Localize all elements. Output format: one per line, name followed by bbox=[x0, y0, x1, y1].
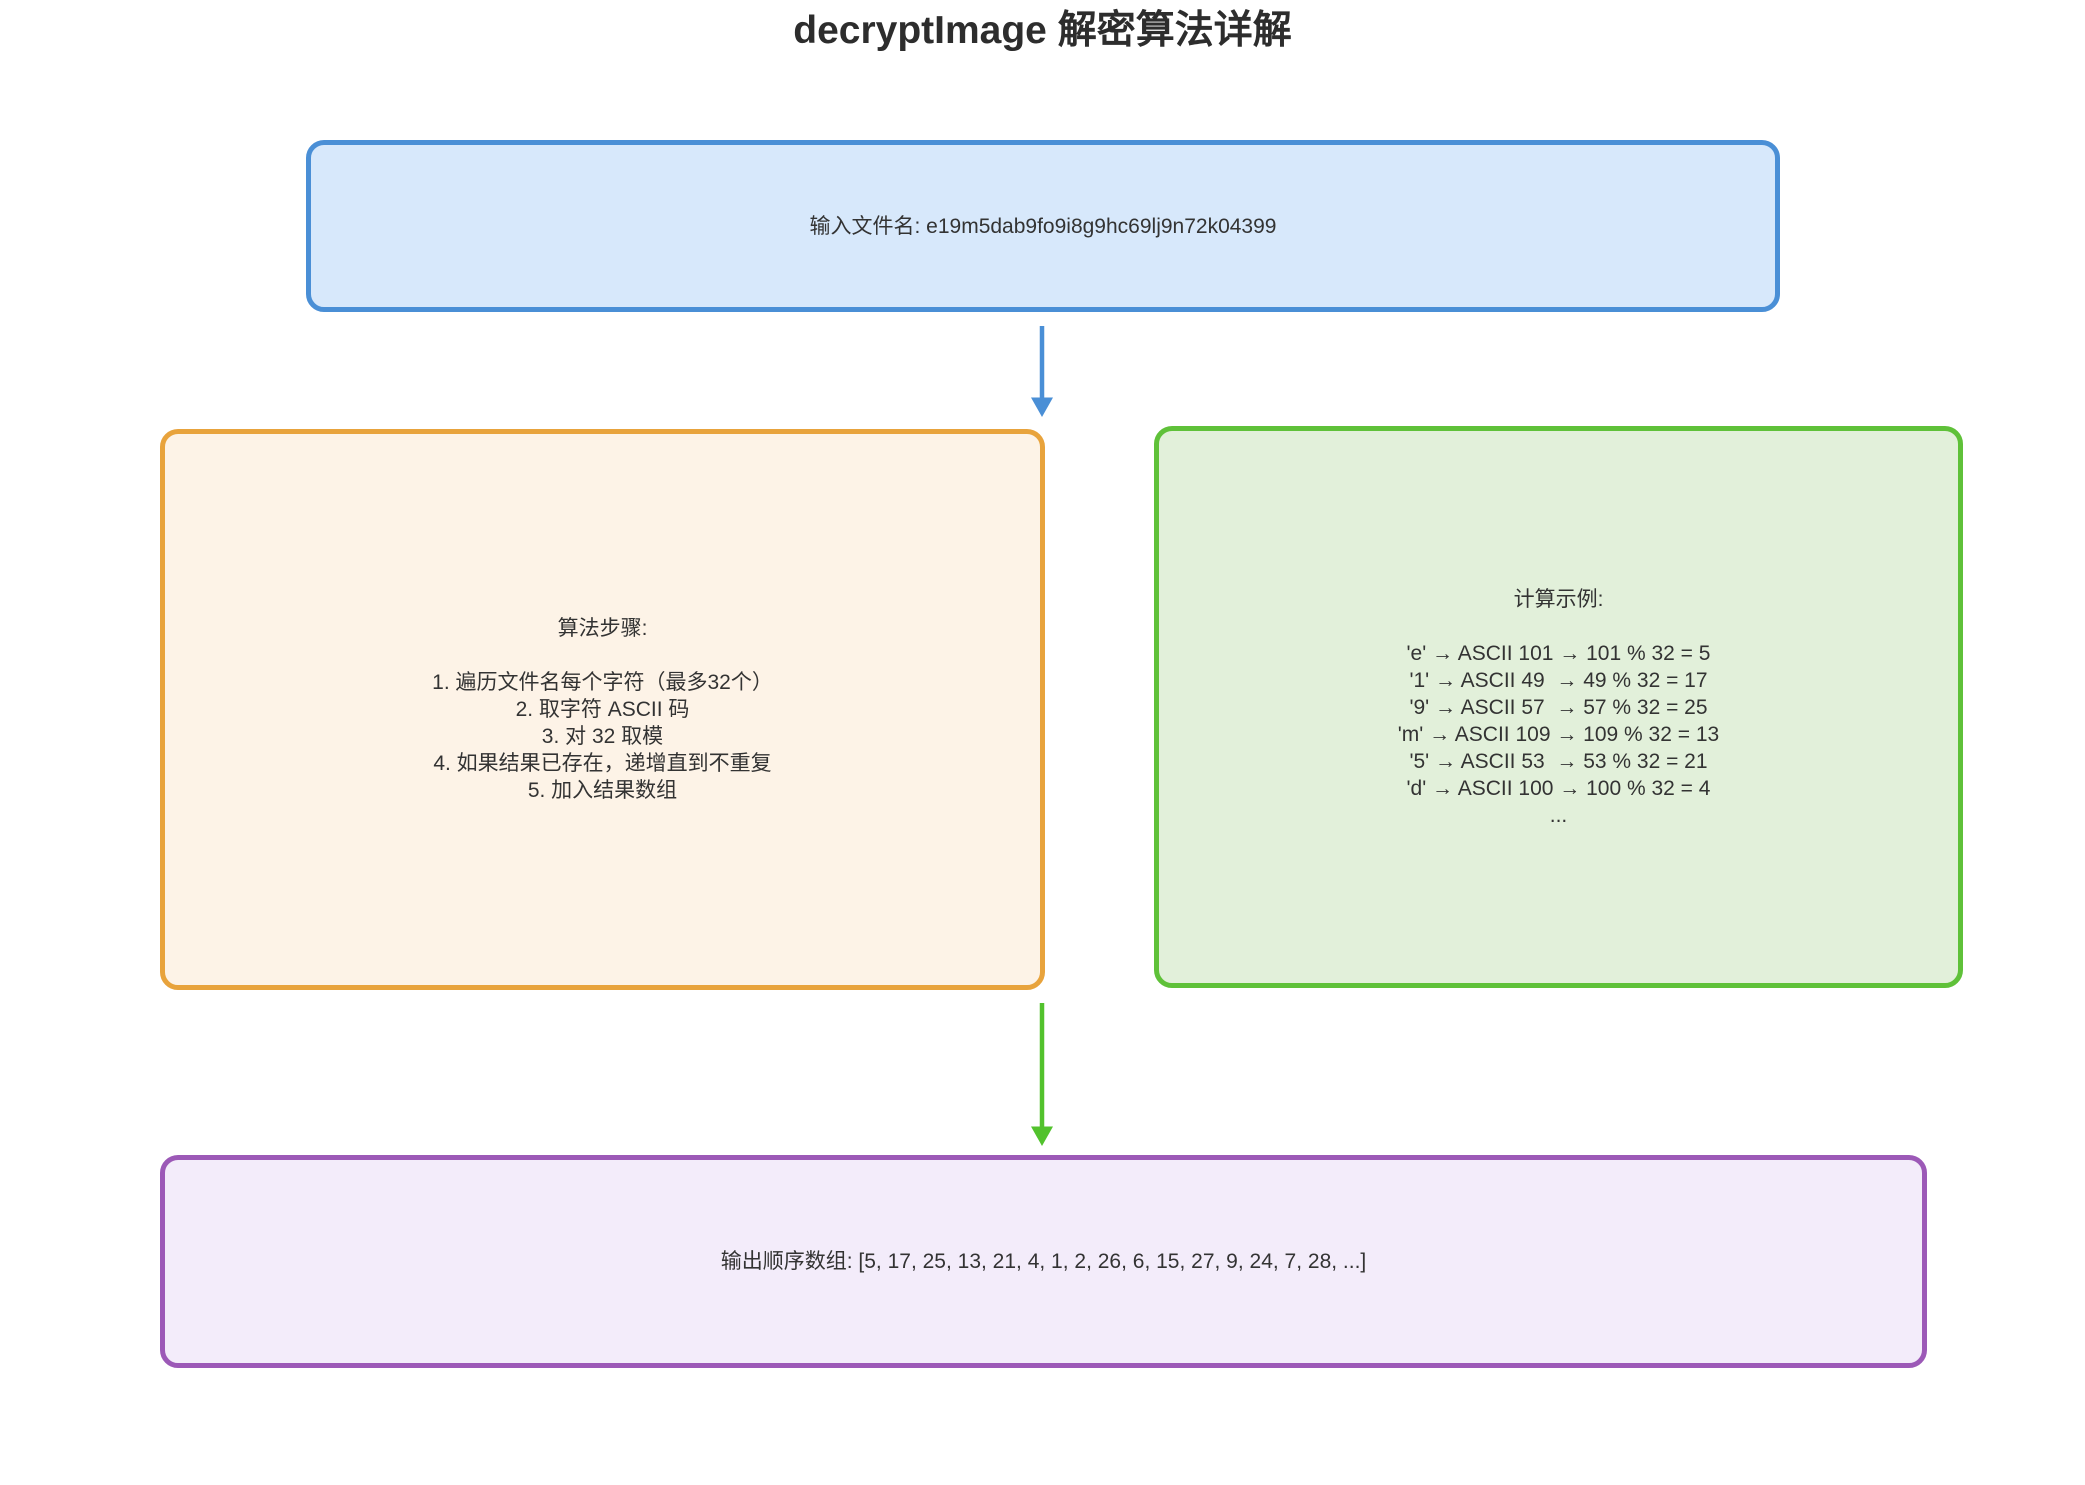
arrow-steps-to-output-head bbox=[1031, 1126, 1053, 1146]
example-line: '5' → ASCII 53 → 53 % 32 = 21 bbox=[1409, 749, 1708, 773]
example-heading: 计算示例: bbox=[1513, 587, 1604, 611]
input-filename-box: 输入文件名: e19m5dab9fo9i8g9hc69lj9n72k04399 bbox=[306, 140, 1780, 312]
input-filename-text: 输入文件名: e19m5dab9fo9i8g9hc69lj9n72k04399 bbox=[809, 214, 1277, 238]
example-line: 'm' → ASCII 109 → 109 % 32 = 13 bbox=[1397, 722, 1720, 746]
example-line: '1' → ASCII 49 → 49 % 32 = 17 bbox=[1409, 668, 1708, 692]
example-line: '9' → ASCII 57 → 57 % 32 = 25 bbox=[1409, 695, 1708, 719]
example-line: 'd' → ASCII 100 → 100 % 32 = 4 bbox=[1406, 776, 1711, 800]
example-ellipsis: ... bbox=[1549, 803, 1568, 827]
step-line: 5. 加入结果数组 bbox=[527, 779, 678, 802]
algorithm-steps-box: 算法步骤: 1. 遍历文件名每个字符（最多32个） 2. 取字符 ASCII 码… bbox=[160, 429, 1045, 990]
output-array-box: 输出顺序数组: [5, 17, 25, 13, 21, 4, 1, 2, 26,… bbox=[160, 1155, 1927, 1368]
step-line: 4. 如果结果已存在，递增直到不重复 bbox=[433, 752, 772, 775]
output-array-text: 输出顺序数组: [5, 17, 25, 13, 21, 4, 1, 2, 26,… bbox=[720, 1250, 1367, 1273]
page-title: decryptImage 解密算法详解 bbox=[793, 9, 1292, 52]
calculation-example-box: 计算示例: 'e' → ASCII 101 → 101 % 32 = 5 '1'… bbox=[1154, 426, 1963, 988]
step-line: 2. 取字符 ASCII 码 bbox=[515, 698, 690, 721]
step-line: 3. 对 32 取模 bbox=[541, 725, 664, 748]
steps-heading: 算法步骤: bbox=[557, 617, 648, 640]
arrow-input-to-steps-head bbox=[1031, 397, 1053, 417]
example-line: 'e' → ASCII 101 → 101 % 32 = 5 bbox=[1406, 641, 1711, 665]
step-line: 1. 遍历文件名每个字符（最多32个） bbox=[432, 671, 773, 694]
